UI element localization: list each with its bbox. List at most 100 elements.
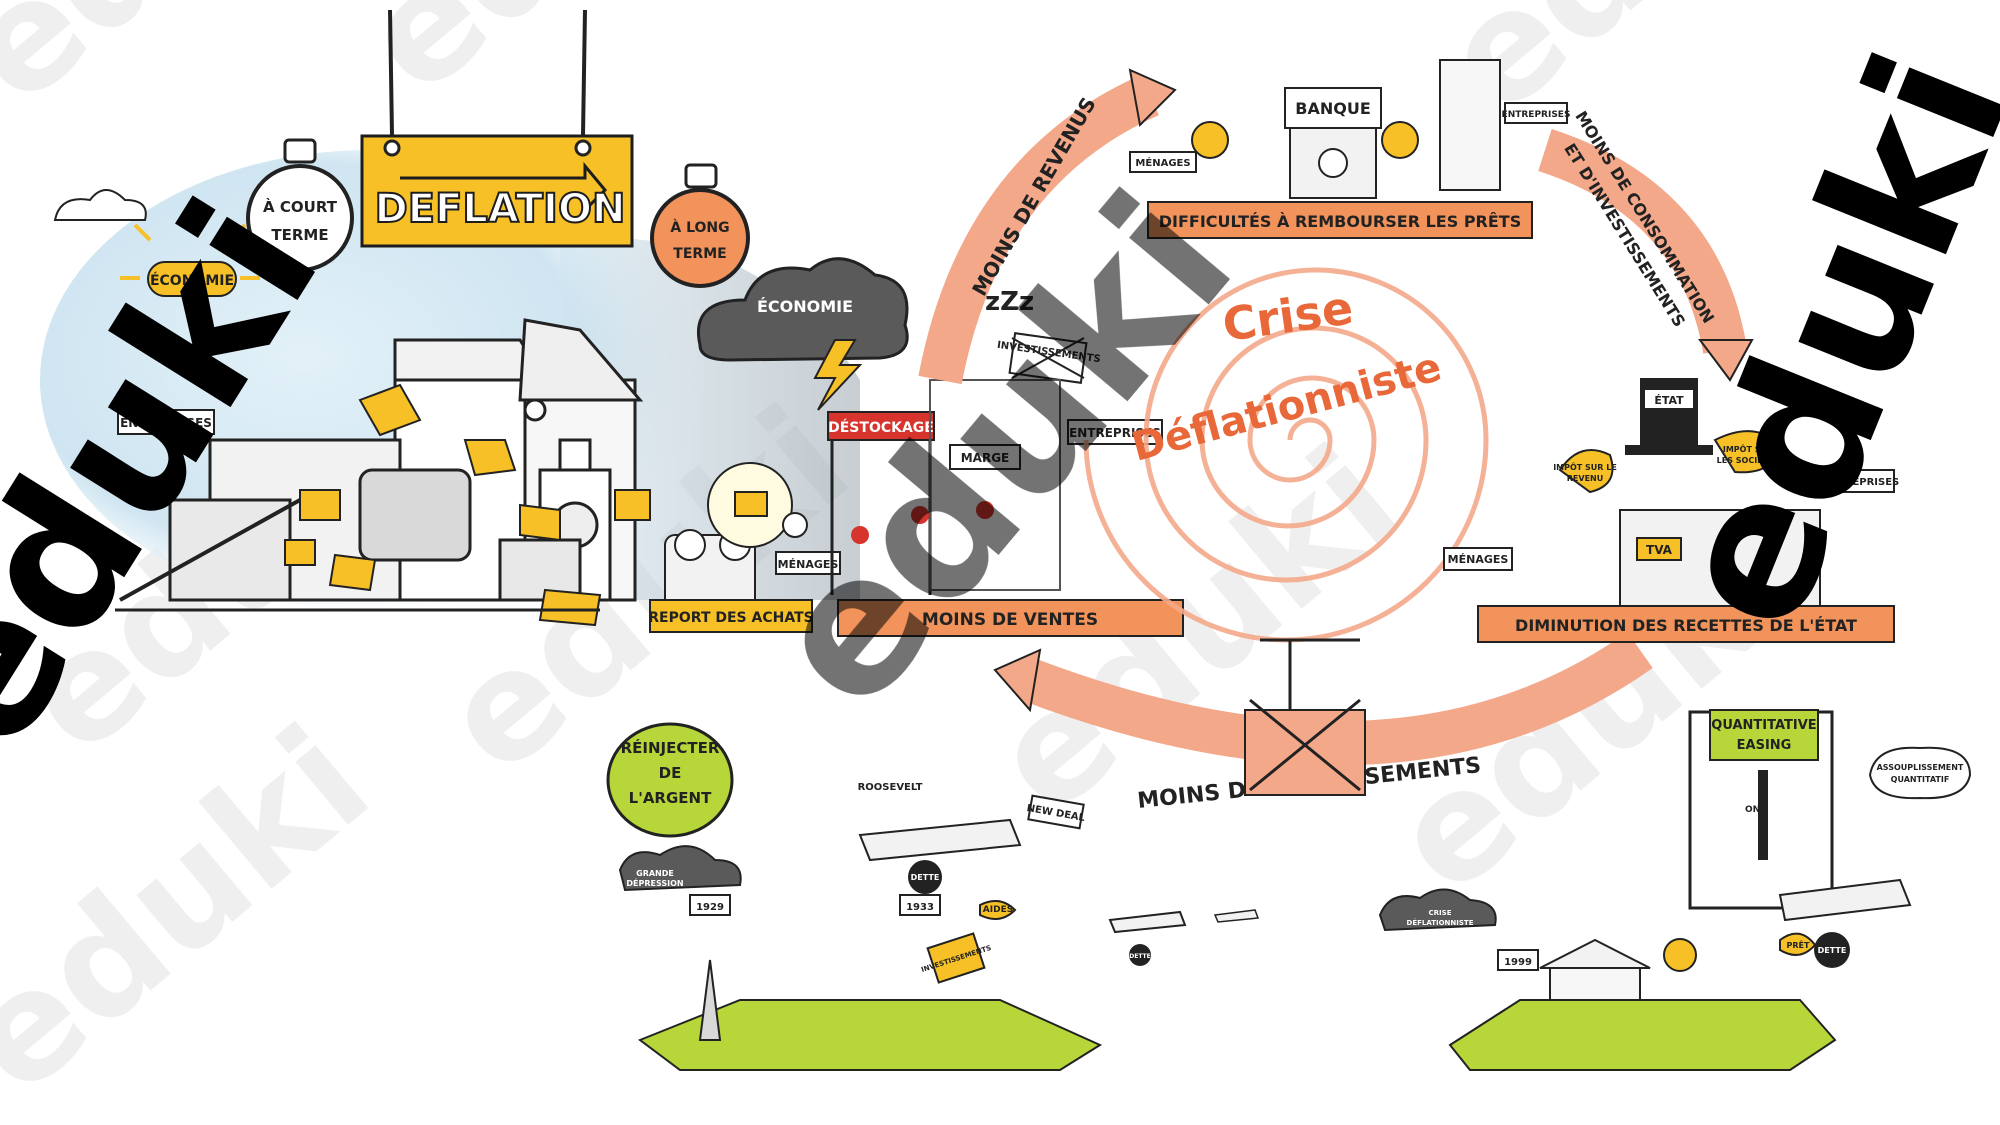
wm-2: eduki bbox=[331, 0, 801, 128]
box-report-achats bbox=[649, 599, 813, 633]
sign-title: DEFLATION bbox=[375, 186, 626, 232]
label-entreprises-mid: ENTREPRISES bbox=[1069, 426, 1161, 440]
store-destockage: DÉSTOCKAGE MARGE INVESTISSEMENTS ENTREPR… bbox=[827, 332, 1163, 595]
label-qe-2: EASING bbox=[1737, 738, 1792, 753]
label-dette-3: DETTE bbox=[1818, 946, 1847, 955]
label-impot-revenu-1: IMPÔT SUR LE bbox=[1553, 461, 1617, 472]
label-entreprises-right: ENTREPRISES bbox=[1823, 477, 1900, 488]
small-cloud-left bbox=[53, 189, 147, 221]
timer-short-term: À COURT TERME bbox=[246, 138, 354, 272]
wm-1: eduki bbox=[0, 0, 401, 138]
label-diminution: DIMINUTION DES RECETTES DE L'ÉTAT bbox=[1515, 616, 1857, 635]
households-group: MÉNAGES bbox=[664, 462, 841, 616]
thought-price-tag bbox=[734, 491, 768, 517]
timer-long-line2: TERME bbox=[673, 246, 726, 262]
sign-entreprises-left bbox=[117, 409, 215, 435]
label-impot-societes-1: IMPÔT SUR bbox=[1723, 443, 1773, 454]
label-entreprises-top: ENTREPRISES bbox=[1502, 110, 1571, 120]
coin-bag-left bbox=[1191, 121, 1229, 159]
left-scene: DEFLATION À COURT TERME À LONG TERME ÉCO… bbox=[40, 9, 1184, 637]
arrow-moins-revenus bbox=[918, 74, 1160, 385]
sign-arrow bbox=[400, 161, 608, 212]
lightning-icon bbox=[813, 339, 863, 411]
plane-roosevelt bbox=[858, 818, 1022, 862]
bubble-reinjecter bbox=[606, 722, 734, 838]
briefcase-investissements bbox=[926, 932, 986, 984]
coin-bag-right bbox=[1381, 121, 1419, 159]
label-pret: PRÊT bbox=[1787, 939, 1810, 950]
label-roosevelt: ROOSEVELT bbox=[858, 782, 923, 793]
storm-cloud-label: ÉCONOMIE bbox=[757, 297, 853, 316]
plane-qe bbox=[1778, 878, 1912, 922]
new-deal-scene: RÉINJECTER DE L'ARGENT ROOSEVELT NEW DEA… bbox=[606, 722, 1103, 1071]
label-reinjecter-1: RÉINJECTER bbox=[621, 738, 720, 757]
label-grande-depression-1: GRANDE bbox=[636, 869, 674, 878]
label-moins-conso-1: MOINS DE CONSOMMATION bbox=[1571, 108, 1718, 327]
label-qe-1: QUANTITATIVE bbox=[1711, 718, 1816, 733]
deflation-sign bbox=[360, 134, 634, 248]
label-reinjecter-3: L'ARGENT bbox=[629, 789, 712, 807]
sun-economy: ÉCONOMIE bbox=[120, 205, 260, 297]
top-hat-state bbox=[1640, 378, 1698, 448]
label-zzz: zZz bbox=[985, 287, 1034, 317]
timer-long-line1: À LONG bbox=[670, 219, 729, 236]
label-menages-right: MÉNAGES bbox=[1448, 553, 1509, 566]
debt-ball-1 bbox=[908, 860, 942, 894]
qe-scene: QUANTITATIVE EASING ON ASSOUPLISSEMENT Q… bbox=[1378, 709, 1972, 1071]
sign-rope-right bbox=[581, 9, 587, 136]
label-report-achats: REPORT DES ACHATS bbox=[648, 610, 813, 626]
sign-rope-left bbox=[388, 9, 394, 136]
switch-lever bbox=[1758, 770, 1768, 860]
label-menages-top: MÉNAGES bbox=[1135, 156, 1190, 169]
label-etat: ÉTAT bbox=[1654, 394, 1684, 407]
label-year-1929: 1929 bbox=[696, 902, 724, 913]
conveyor-belt bbox=[119, 498, 301, 602]
box-difficultes bbox=[1147, 201, 1533, 239]
label-assouplissement-2: QUANTITATIF bbox=[1891, 775, 1950, 784]
label-year-1933: 1933 bbox=[906, 902, 934, 913]
car-icon bbox=[358, 468, 472, 562]
bank-scene: BANQUE MÉNAGES ENTREPRISES bbox=[1129, 59, 1571, 199]
timer-short-line1: À COURT bbox=[263, 197, 338, 216]
statue-liberty bbox=[698, 959, 722, 1041]
cloud-grande-depression bbox=[618, 845, 742, 892]
euro-coin-bag bbox=[1663, 938, 1697, 972]
small-planes: DETTE bbox=[1108, 909, 1260, 966]
label-reinjecter-2: DE bbox=[659, 764, 682, 782]
box-diminution bbox=[1477, 605, 1895, 643]
factory-top bbox=[1439, 59, 1501, 191]
storm-cloud: ÉCONOMIE bbox=[697, 257, 909, 411]
label-moins-ventes: MOINS DE VENTES bbox=[922, 610, 1098, 630]
island-right bbox=[1448, 999, 1837, 1071]
label-aides: AIDES bbox=[983, 905, 1013, 915]
label-crise-cloud-1: CRISE bbox=[1429, 909, 1452, 917]
arrow-moins-conso bbox=[1538, 129, 1747, 354]
clock-icon bbox=[782, 512, 808, 538]
house-stock bbox=[119, 318, 644, 602]
sign-ring-right bbox=[574, 139, 592, 157]
label-impot-revenu-2: REVENU bbox=[1567, 474, 1603, 483]
timer-short-line2: TERME bbox=[271, 226, 328, 244]
label-assouplissement-1: ASSOUPLISSEMENT bbox=[1877, 763, 1964, 772]
label-marge: MARGE bbox=[961, 451, 1010, 465]
factory-construction bbox=[1244, 638, 1366, 796]
wm-big-right: eduki bbox=[1627, 26, 2000, 657]
timer-long-term: À LONG TERME bbox=[650, 163, 750, 288]
label-menages-left: MÉNAGES bbox=[778, 558, 839, 571]
sun-label: ÉCONOMIE bbox=[150, 272, 234, 289]
label-dette-1: DETTE bbox=[911, 873, 940, 882]
state-scene: ÉTAT IMPÔT SUR LE REVENU IMPÔT SUR LES S… bbox=[1443, 378, 1900, 616]
box-moins-ventes bbox=[837, 599, 1184, 637]
label-crise-cloud-2: DÉFLATIONNISTE bbox=[1407, 918, 1474, 927]
label-dette-2: DETTE bbox=[1129, 953, 1151, 960]
arrow-moins-invest bbox=[1022, 632, 1653, 766]
label-tva: TVA bbox=[1646, 543, 1673, 557]
label-grande-depression-2: DÉPRESSION bbox=[626, 877, 683, 888]
label-banque: BANQUE bbox=[1295, 99, 1371, 118]
treasury-chest bbox=[1619, 509, 1821, 616]
sign-menages-left bbox=[775, 551, 841, 575]
label-year-1999: 1999 bbox=[1504, 957, 1532, 968]
sign-ring-left bbox=[383, 139, 401, 157]
label-entreprises-left: ENTREPRISES bbox=[120, 416, 212, 430]
